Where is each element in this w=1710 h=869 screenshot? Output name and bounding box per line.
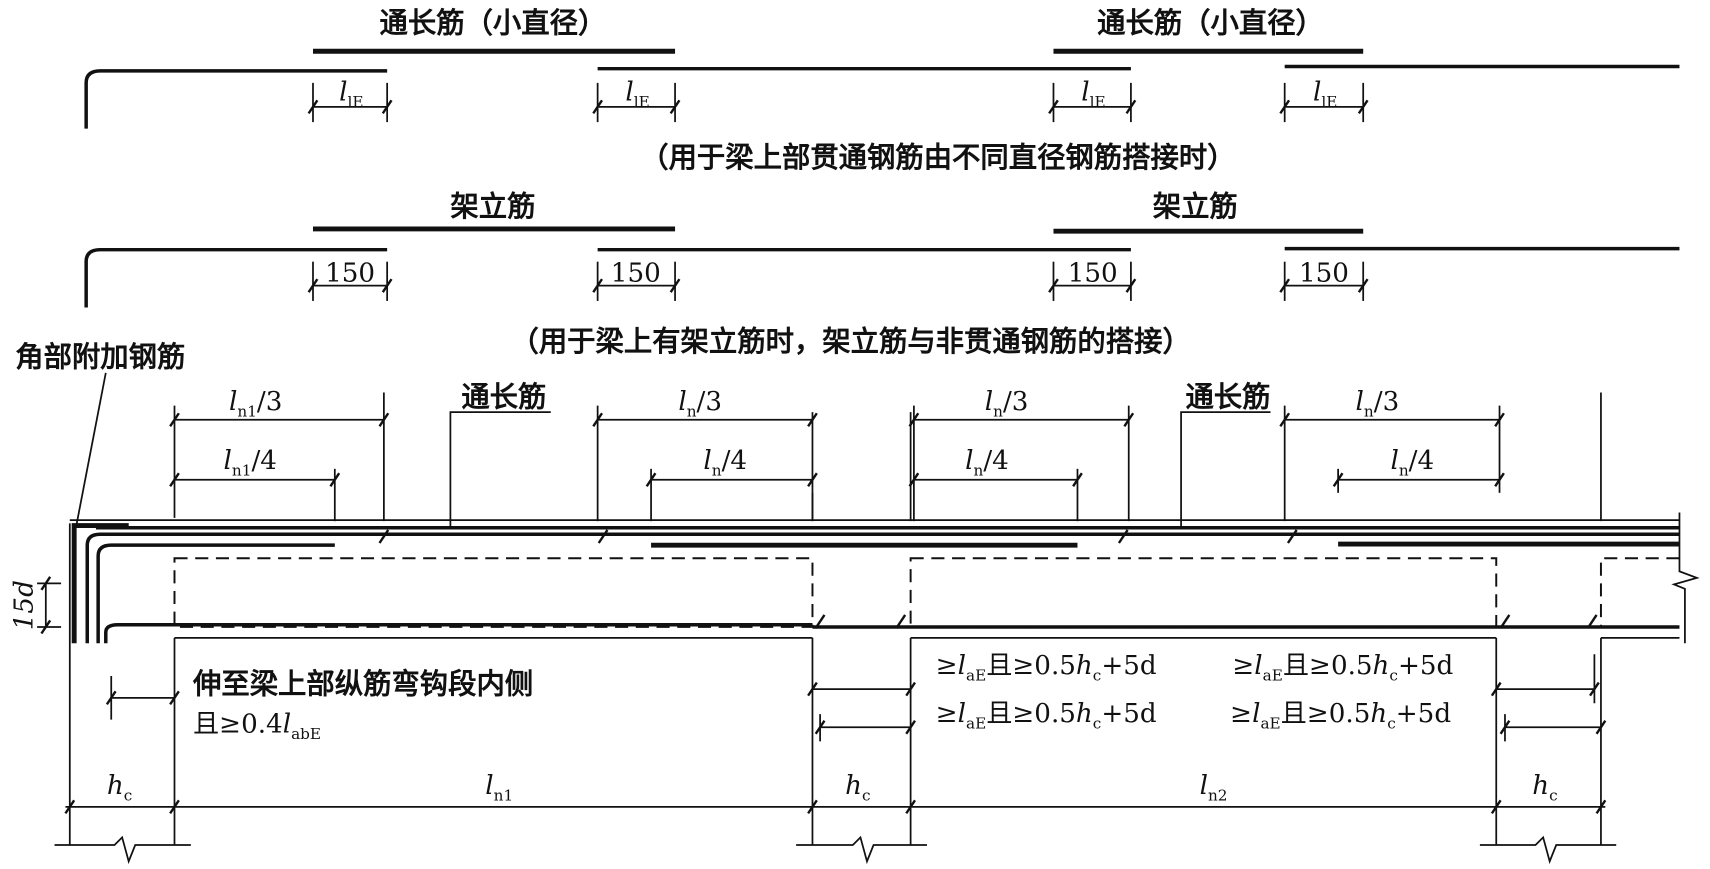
lap-l: l — [625, 77, 633, 107]
through-bar-label: 通长筋 — [1185, 380, 1270, 414]
lap-length-label: llE — [1081, 77, 1105, 111]
ln-third-label: ln/3 — [678, 387, 722, 421]
hc-label: hc — [845, 771, 870, 805]
anchorage-label: ≥laE且≥0.5hc+5d — [1230, 699, 1451, 733]
ln-quarter-label: ln/4 — [1390, 446, 1434, 480]
anchorage-label: ≥laE且≥0.5hc+5d — [936, 651, 1157, 685]
left-column — [68, 523, 176, 846]
lap-sub: lE — [634, 93, 650, 111]
break-line-icon — [1671, 512, 1700, 644]
lap-length-label: llE — [339, 77, 363, 111]
lap-sub: lE — [1321, 93, 1337, 111]
lap-150-dims: 150 150 150 150 — [307, 258, 1369, 301]
dim-tick — [378, 528, 390, 545]
dim-tick — [597, 528, 609, 545]
cutoff-dims — [168, 405, 1506, 522]
right-column — [1495, 392, 1602, 846]
beam-elevation: 角部附加钢筋 通长筋 通长筋 ln1/3 ln1/4 ln/3 ln/4 — [10, 339, 1700, 865]
ln-third-label: ln/3 — [985, 387, 1029, 421]
anchorage-labels: ≥laE且≥0.5hc+5d ≥laE且≥0.5hc+5d ≥laE且≥0.5h… — [936, 651, 1454, 733]
through-bar-label: 通长筋 — [461, 380, 546, 414]
through-bar-small-label: 通长筋（小直径） — [1097, 6, 1324, 40]
extend-min-label: 且≥0.4labE — [193, 710, 321, 744]
stirrup-zone — [173, 557, 814, 628]
anchorage-dims — [812, 654, 1601, 742]
lap-l: l — [1081, 77, 1089, 107]
top-bar — [84, 247, 388, 308]
lap-150-label: 150 — [1299, 258, 1349, 288]
break-line-icon — [796, 835, 927, 865]
15d-label: 15d — [10, 580, 40, 630]
lap-150-label: 150 — [325, 258, 375, 288]
section1-caption: （用于梁上部贯通钢筋由不同直径钢筋搭接时） — [640, 140, 1235, 174]
lap-150-label: 150 — [611, 258, 661, 288]
lap-150-label: 150 — [1068, 258, 1118, 288]
hc-label: hc — [107, 771, 132, 805]
through-bar-small-label: 通长筋（小直径） — [380, 6, 607, 40]
lap-length-label: llE — [625, 77, 649, 111]
corner-bar-leader — [75, 372, 107, 526]
stirrup-zone — [909, 557, 1498, 628]
dim-tick — [1286, 528, 1298, 545]
corner-additional-bar — [71, 523, 129, 644]
lap-l: l — [1313, 77, 1321, 107]
extend-dim — [110, 676, 175, 720]
dim-tick — [1117, 528, 1129, 545]
extend-note: 伸至梁上部纵筋弯钩段内侧 — [192, 666, 533, 700]
ln-quarter-label: ln/4 — [703, 446, 747, 480]
ln-quarter-label: ln/4 — [965, 446, 1009, 480]
column-lines — [383, 392, 814, 522]
anchorage-label: ≥laE且≥0.5hc+5d — [1232, 651, 1453, 685]
lap-l: l — [339, 77, 347, 107]
ln-third-label: ln/3 — [1356, 387, 1400, 421]
lap-sub: lE — [1090, 93, 1106, 111]
hc-label: hc — [1532, 771, 1557, 805]
stirrup-zone — [1599, 557, 1680, 627]
break-line-icon — [54, 835, 191, 865]
break-line-icon — [1479, 835, 1617, 865]
through-bar-leader — [1180, 411, 1271, 528]
ln1-label: ln1 — [485, 771, 513, 805]
lap-sub: lE — [348, 93, 364, 111]
ln2-label: ln2 — [1200, 771, 1228, 805]
section-erection-bar-lap: 架立筋 架立筋 150 150 150 150 （用于梁上有架立筋时，架立筋与非… — [84, 189, 1680, 358]
top-through-bar — [85, 532, 1680, 644]
middle-column — [811, 412, 912, 846]
through-bar-leader — [449, 411, 551, 528]
erection-bar-label: 架立筋 — [1153, 189, 1238, 223]
bottom-bar — [96, 543, 335, 644]
section2-caption: （用于梁上有架立筋时，架立筋与非贯通钢筋的搭接） — [510, 324, 1190, 358]
erection-bar-label: 架立筋 — [450, 189, 535, 223]
ln1-third-label: ln1/3 — [229, 387, 282, 421]
top-bar — [84, 69, 388, 129]
ln1-quarter-label: ln1/4 — [224, 446, 277, 480]
bottom-longitudinal-bar — [104, 623, 813, 644]
lap-length-label: llE — [1313, 77, 1337, 111]
anchorage-label: ≥laE且≥0.5hc+5d — [936, 699, 1157, 733]
corner-bar-label: 角部附加钢筋 — [15, 339, 185, 373]
15d-dim — [37, 582, 62, 628]
